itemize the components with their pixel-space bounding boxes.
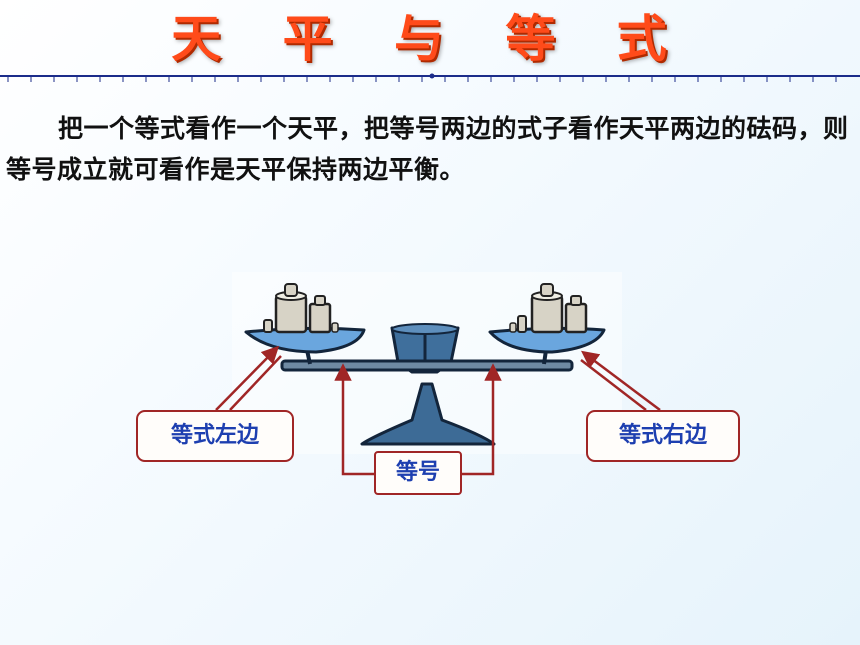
decorative-ruler xyxy=(0,73,860,82)
label-left-side: 等式左边 xyxy=(136,410,294,462)
description-paragraph: 把一个等式看作一个天平，把等号两边的式子看作天平两边的砝码，则等号成立就可看作是… xyxy=(6,114,849,184)
label-right-side: 等式右边 xyxy=(586,410,740,462)
balance-scale-illustration xyxy=(232,272,622,454)
label-equal-sign: 等号 xyxy=(374,451,462,495)
page-title: 天 平 与 等 式 xyxy=(171,10,689,68)
